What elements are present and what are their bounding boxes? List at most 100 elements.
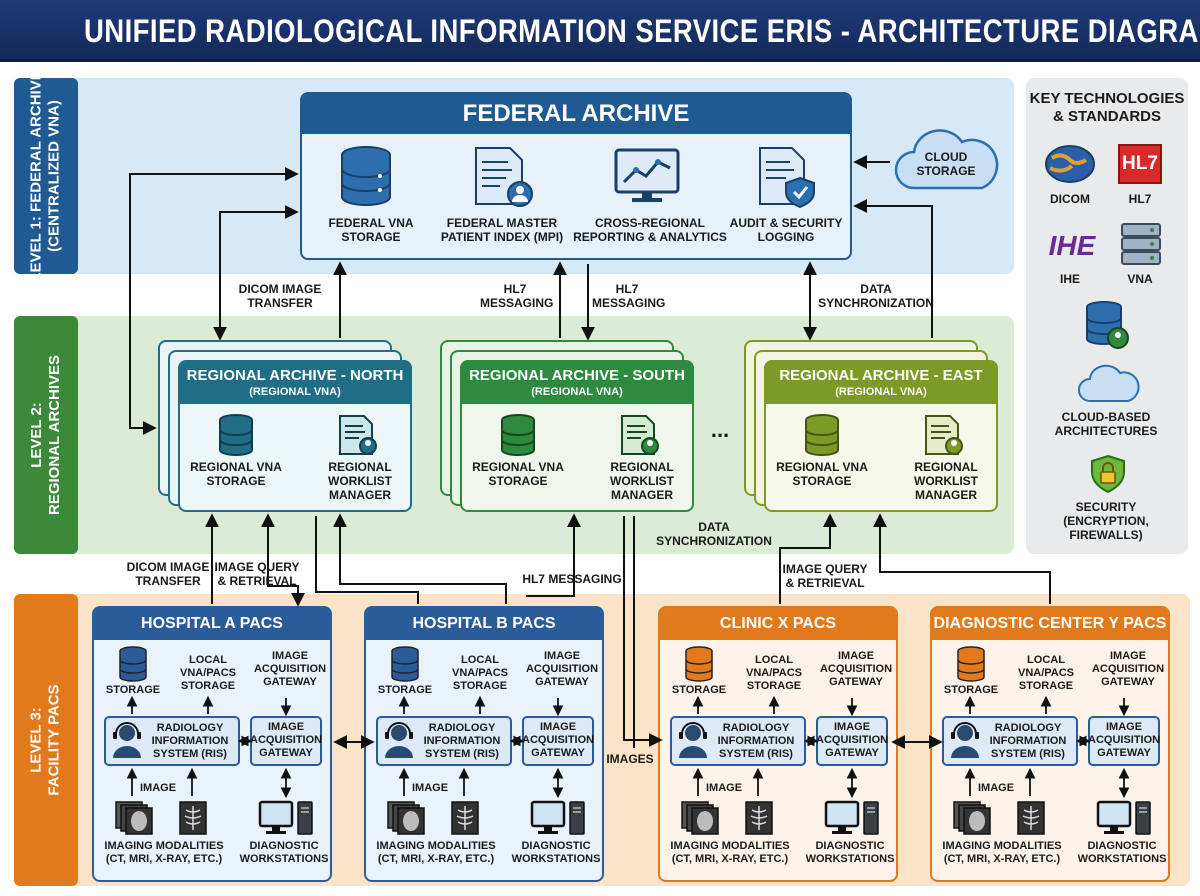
facility-gateway-label: IMAGE ACQUISITION GATEWAY <box>819 650 893 688</box>
federal-archive-title: FEDERAL ARCHIVE <box>302 94 850 134</box>
facility-title: HOSPITAL A PACS <box>94 608 330 640</box>
hl7-label: HL7 <box>1128 192 1152 206</box>
facility-local-storage-label: LOCAL VNA/PACS STORAGE <box>451 654 509 692</box>
facility-storage-label: STORAGE <box>377 684 433 696</box>
level-1-label: LEVEL 1: FEDERAL ARCHIVE (CENTRALIZED VN… <box>14 70 78 282</box>
facility-storage-label: STORAGE <box>105 684 161 696</box>
dicom-globe-icon <box>1045 145 1095 183</box>
xray-icon <box>451 801 479 835</box>
ris-box[interactable] <box>670 716 806 766</box>
database-icon <box>501 414 535 456</box>
security-shield-icon <box>759 147 815 208</box>
xray-icon <box>745 801 773 835</box>
gateway-box-label: IMAGE ACQUISITION GATEWAY <box>522 721 595 759</box>
image-flow-label: IMAGE <box>705 782 743 794</box>
worklist-icon <box>339 415 377 455</box>
gateway-box[interactable] <box>1088 716 1160 766</box>
level-2-label: LEVEL 2: REGIONAL ARCHIVES <box>14 316 78 554</box>
radiologist-icon <box>951 722 979 758</box>
radiologist-icon <box>679 722 707 758</box>
facility-arrows <box>964 695 1130 799</box>
workstation-icon <box>258 800 313 835</box>
facility-arrows <box>692 695 858 799</box>
gateway-box-label: IMAGE ACQUISITION GATEWAY <box>250 721 323 759</box>
modalities-label: IMAGING MODALITIES (CT, MRI, X-RAY, etc.… <box>942 840 1062 865</box>
flow-image-query-right: IMAGE QUERY & RETRIEVAL <box>782 562 868 590</box>
ihe-label: IHE <box>1059 272 1080 286</box>
regional-east-title: REGIONAL ARCHIVE - EAST <box>779 367 983 384</box>
facility-title: HOSPITAL B PACS <box>366 608 602 640</box>
radiologist-icon <box>385 722 413 758</box>
storage-icon <box>685 646 713 682</box>
flow-data-sync-mid: DATA SYNCHRONIZATION <box>656 520 772 548</box>
image-flow-label: IMAGE <box>411 782 449 794</box>
facility-arrows <box>398 695 564 799</box>
gateway-box[interactable] <box>522 716 594 766</box>
federal-vna-storage-label: FEDERAL VNA STORAGE <box>328 216 414 244</box>
flow-data-sync-top: DATA SYNCHRONIZATION <box>818 282 934 310</box>
workstations-label: DIAGNOSTIC WORKSTATIONS <box>805 840 895 865</box>
flow-hl7-left: HL7 MESSAGING <box>480 282 554 310</box>
workstations-label: DIAGNOSTIC WORKSTATIONS <box>1077 840 1167 865</box>
analytics-monitor-icon <box>614 148 680 202</box>
workstation-icon <box>824 800 879 835</box>
regional-south-title: REGIONAL ARCHIVE - SOUTH <box>469 367 685 384</box>
facility-storage-label: STORAGE <box>671 684 727 696</box>
facility-gateway-label: IMAGE ACQUISITION GATEWAY <box>253 650 327 688</box>
gateway-box[interactable] <box>250 716 322 766</box>
storage-icon <box>957 646 985 682</box>
cloud-based-label: CLOUD-BASED ARCHITECTURES <box>1054 410 1158 438</box>
key-technologies-title: KEY TECHNOLOGIES & STANDARDS <box>1029 90 1185 125</box>
facility-local-storage-label: LOCAL VNA/PACS STORAGE <box>1017 654 1075 692</box>
dicom-label: DICOM <box>1050 192 1090 206</box>
federal-mpi-label: FEDERAL MASTER PATIENT INDEX (MPI) <box>440 216 564 244</box>
ris-label: RADIOLOGY INFORMATION SYSTEM (RIS) <box>151 722 229 760</box>
cloud-icon <box>1078 364 1140 402</box>
regional-south-worklist-label: REGIONAL WORKLIST MANAGER <box>610 460 674 502</box>
facility-title: CLINIC X PACS <box>660 608 896 640</box>
vna-server-icon <box>1121 223 1161 265</box>
database-icon <box>805 414 839 456</box>
regional-east-storage-label: REGIONAL VNA STORAGE <box>776 460 868 488</box>
regional-south-subtitle: (REGIONAL VNA) <box>531 386 623 398</box>
regional-ellipsis: ... <box>710 417 730 442</box>
regional-east-worklist-label: REGIONAL WORKLIST MANAGER <box>914 460 978 502</box>
workstation-icon <box>530 800 585 835</box>
modalities-label: IMAGING MODALITIES (CT, MRI, X-RAY, etc.… <box>104 840 224 865</box>
ris-label: RADIOLOGY INFORMATION SYSTEM (RIS) <box>423 722 501 760</box>
ris-label: RADIOLOGY INFORMATION SYSTEM (RIS) <box>717 722 795 760</box>
workstation-icon <box>1096 800 1151 835</box>
database-icon <box>341 146 391 206</box>
regional-north-storage-label: REGIONAL VNA STORAGE <box>190 460 282 488</box>
ct-scan-icon <box>387 801 425 835</box>
ihe-logo: IHE <box>1048 230 1096 261</box>
gateway-box-label: IMAGE ACQUISITION GATEWAY <box>816 721 889 759</box>
workstations-label: DIAGNOSTIC WORKSTATIONS <box>239 840 329 865</box>
regional-east-subtitle: (REGIONAL VNA) <box>835 386 927 398</box>
hl7-logo: HL7 <box>1118 144 1162 184</box>
workstations-label: DIAGNOSTIC WORKSTATIONS <box>511 840 601 865</box>
modalities-label: IMAGING MODALITIES (CT, MRI, X-RAY, etc.… <box>376 840 496 865</box>
cloud-storage-label: CLOUD STORAGE <box>916 150 976 178</box>
image-flow-label: IMAGE <box>139 782 177 794</box>
vna-label: VNA <box>1127 272 1153 286</box>
storage-icon <box>119 646 147 682</box>
radiologist-icon <box>113 722 141 758</box>
regional-south-storage-label: REGIONAL VNA STORAGE <box>472 460 564 488</box>
lock-shield-icon <box>1091 454 1125 494</box>
facility-storage-label: STORAGE <box>943 684 999 696</box>
facility-local-storage-label: LOCAL VNA/PACS STORAGE <box>745 654 803 692</box>
security-label: SECURITY (ENCRYPTION, FIREWALLS) <box>1063 500 1149 542</box>
diagram-title: UNIFIED RADIOLOGICAL INFORMATION SERVICE… <box>84 13 1200 49</box>
worklist-icon <box>925 415 963 455</box>
facility-local-storage-label: LOCAL VNA/PACS STORAGE <box>179 654 237 692</box>
worklist-icon <box>621 415 659 455</box>
flow-images: IMAGES <box>606 752 654 766</box>
xray-icon <box>179 801 207 835</box>
cloud-storage-icon <box>894 129 999 190</box>
storage-user-icon <box>1086 301 1129 349</box>
modalities-label: IMAGING MODALITIES (CT, MRI, X-RAY, etc.… <box>670 840 790 865</box>
gateway-box-label: IMAGE ACQUISITION GATEWAY <box>1088 721 1161 759</box>
flow-dicom-transfer-low: DICOM IMAGE TRANSFER <box>126 560 210 588</box>
